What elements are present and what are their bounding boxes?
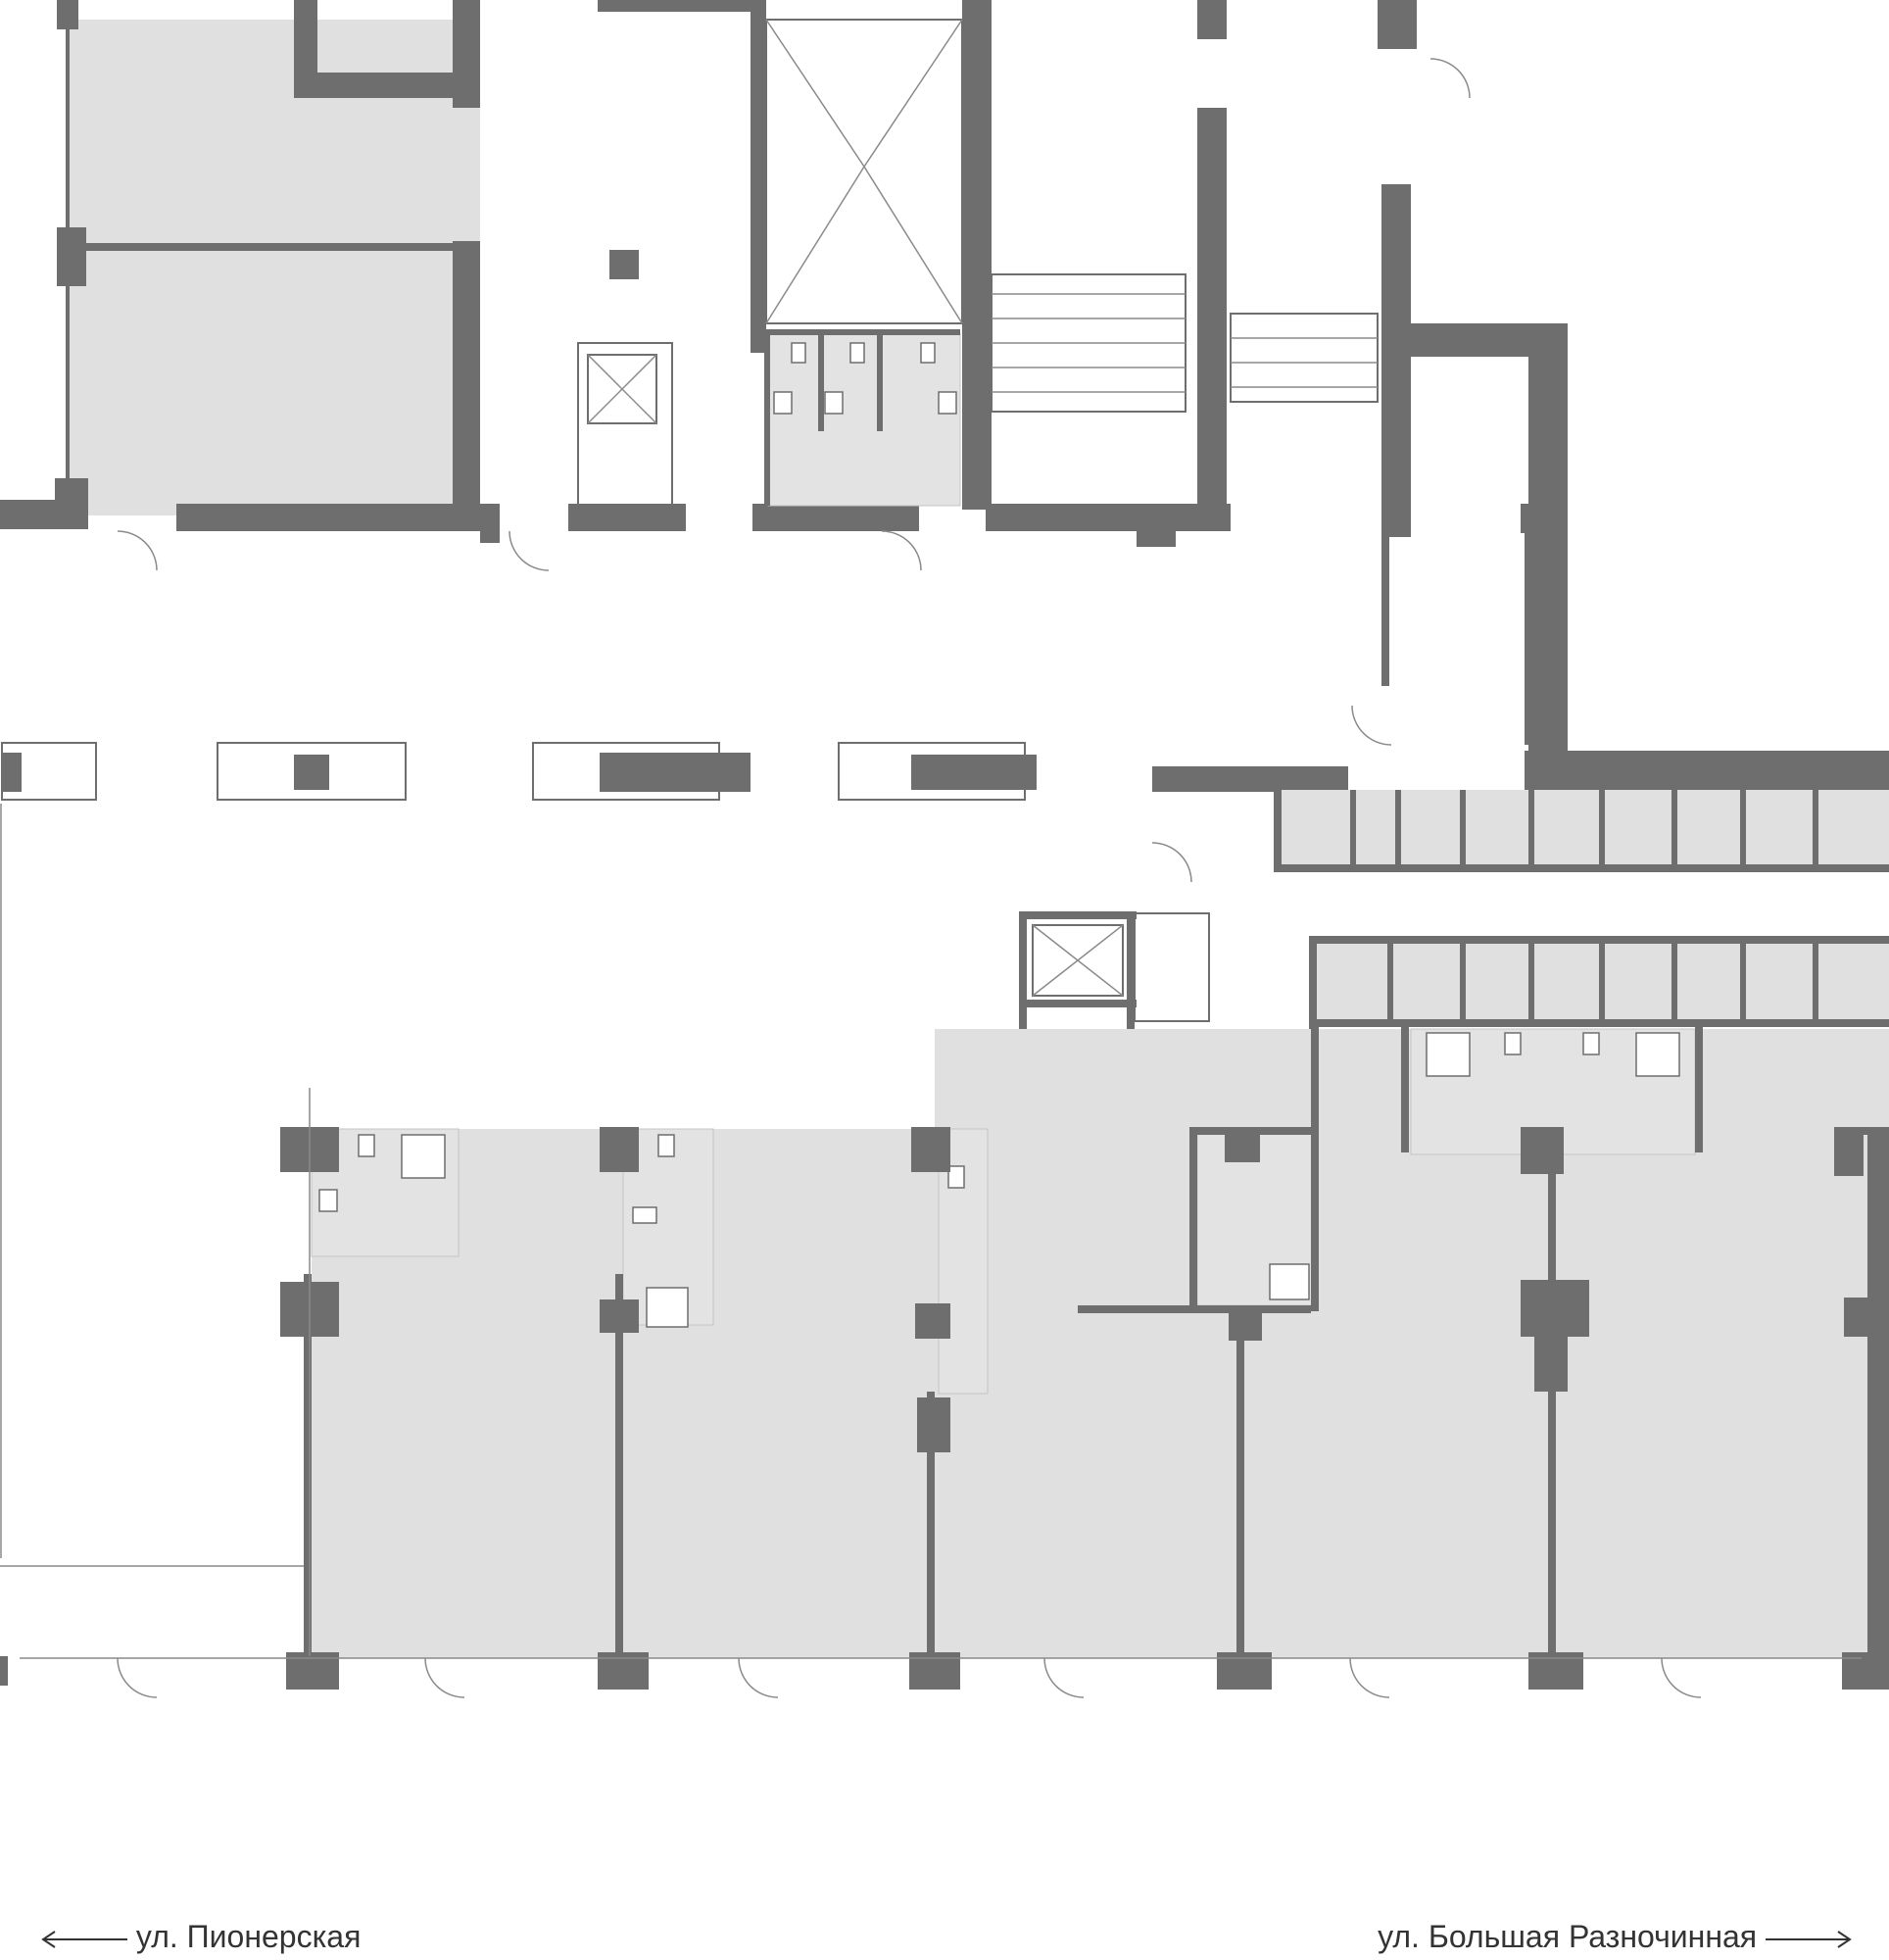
kiosks-row [1,742,1037,801]
stairwell-upper [765,19,1379,413]
facade-glazing [0,804,1862,1659]
column-lobby [609,250,639,279]
street-label-right: ул. Большая Разночинная [1378,1917,1854,1956]
walls-right-corridor [1152,510,1889,792]
unit-top-left-lower[interactable] [69,251,480,515]
street-name-right: ул. Большая Разночинная [1378,1919,1758,1954]
walls-top-left [0,0,500,543]
bathrooms-units [311,1028,1696,1395]
walls-upper-core [568,0,1568,794]
storage-cells[interactable] [1274,784,1889,1034]
toilet-block-upper [764,329,961,507]
unit-top-left-upper[interactable] [69,20,480,243]
left-arrow-icon [41,1930,127,1948]
street-label-left: ул. Пионерская [39,1917,361,1956]
right-arrow-icon [1766,1930,1852,1948]
elevator-shaft-upper [577,342,673,507]
doors [117,58,1702,1698]
floor-plan [0,0,1889,1698]
street-name-left: ул. Пионерская [135,1919,362,1954]
